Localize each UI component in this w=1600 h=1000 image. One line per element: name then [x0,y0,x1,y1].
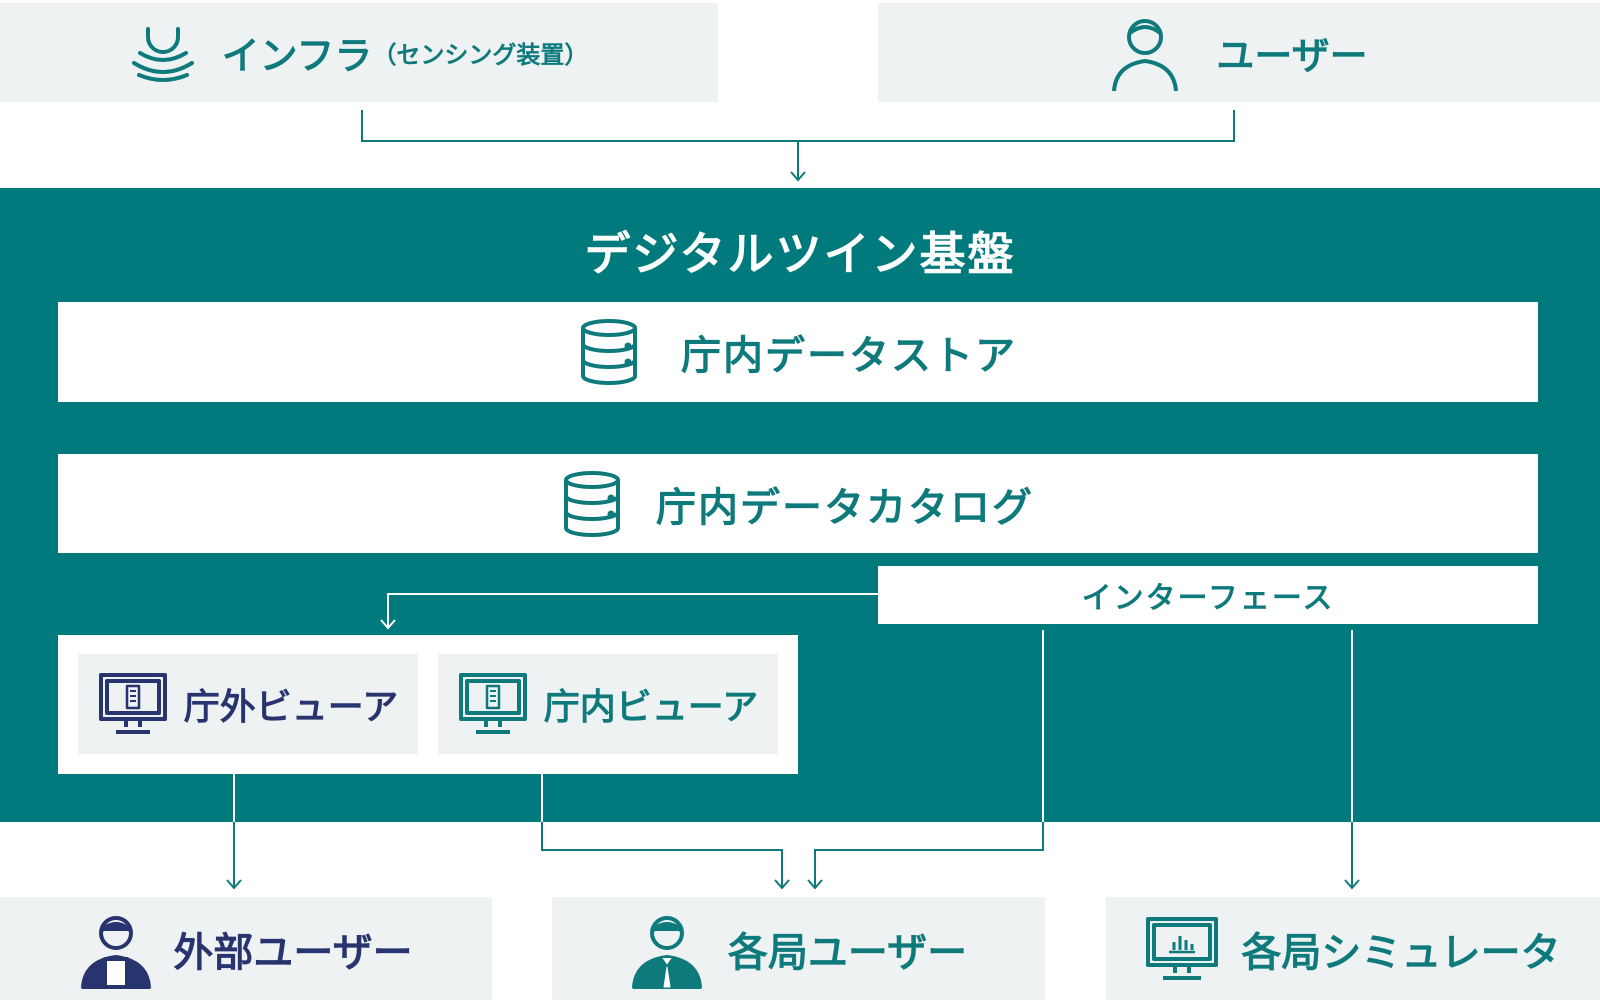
database-icon [579,319,639,385]
platform-title: デジタルツイン基盤 [584,227,1016,281]
bureau-simulator-box: 各局シミュレータ [1106,897,1600,1000]
to-platform-arrow [790,141,806,182]
business-user-icon [630,909,704,989]
interface-box: インターフェース [878,566,1538,624]
infra-connector [361,110,1235,142]
catalog-box: 庁内データカタログ [58,454,1538,553]
infra-label: インフラ [221,34,373,78]
infra-box: インフラ （センシング装置） [0,3,718,102]
infra-sublabel: （センシング装置） [372,41,589,69]
external-user-box: 外部ユーザー [0,897,492,1000]
interface-label: インターフェース [1081,581,1335,616]
user-label: ユーザー [1216,34,1368,78]
bureau-user-box: 各局ユーザー [552,897,1045,1000]
internal-viewer-label: 庁内ビューア [543,687,759,728]
external-viewer-box: 庁外ビューア [78,654,418,754]
external-viewer-label: 庁外ビューア [183,687,399,728]
database-icon [562,470,622,537]
bureau-user-label: 各局ユーザー [727,929,968,976]
user-box: ユーザー [878,3,1600,102]
external-user-label: 外部ユーザー [173,929,413,976]
internal-viewer-box: 庁内ビューア [438,654,778,754]
user-icon [79,909,153,989]
datastore-box: 庁内データストア [58,302,1538,402]
datastore-label: 庁内データストア [681,333,1017,379]
sensor-icon [130,23,196,83]
user-icon [1110,13,1180,93]
monitor-building-icon [98,672,168,736]
catalog-label: 庁内データカタログ [656,484,1034,531]
bureau-simulator-label: 各局シミュレータ [1241,929,1561,976]
monitor-chart-icon [1145,916,1219,982]
monitor-building-icon [458,672,528,736]
